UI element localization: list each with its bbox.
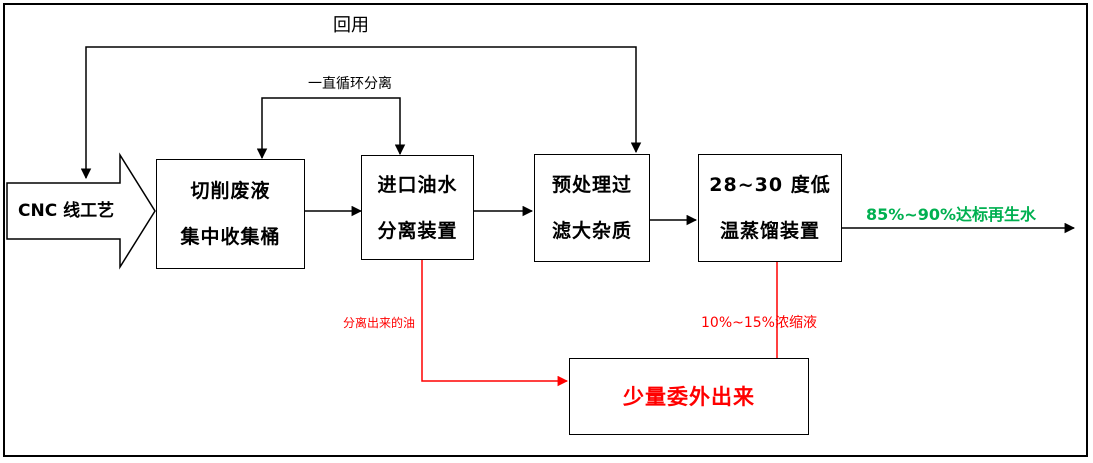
node-low-temp-evaporator: 28~30 度低 温蒸馏装置: [698, 154, 842, 262]
node-separator-text: 进口油水 分离装置: [377, 173, 458, 242]
arrow-loop-separation: [256, 97, 406, 160]
node-outsource-text: 少量委外出来: [623, 384, 755, 409]
label-concentrate: 10%~15%浓缩液: [701, 315, 817, 331]
node-pretreatment-filter: 预处理过 滤大杂质: [534, 154, 650, 262]
label-loop-separation: 一直循环分离: [308, 76, 392, 92]
node-outsource: 少量委外出来: [569, 358, 809, 435]
diagram-frame: [3, 3, 1088, 457]
arrow-oil-out: [421, 260, 569, 387]
label-reuse: 回用: [333, 15, 369, 36]
input-label: CNC 线工艺: [18, 201, 115, 221]
label-output-water: 85%~90%达标再生水: [866, 205, 1037, 224]
node-pretreat-text: 预处理过 滤大杂质: [551, 174, 632, 242]
label-oil-out: 分离出来的油: [343, 316, 416, 330]
node-oil-water-separator: 进口油水 分离装置: [361, 155, 474, 260]
node-evaporator-text: 28~30 度低 温蒸馏装置: [709, 174, 831, 242]
node-collect-tank: 切削废液 集中收集桶: [156, 159, 305, 269]
arrow-reuse: [80, 46, 642, 180]
node-collect-text: 切削废液 集中收集桶: [180, 180, 281, 248]
